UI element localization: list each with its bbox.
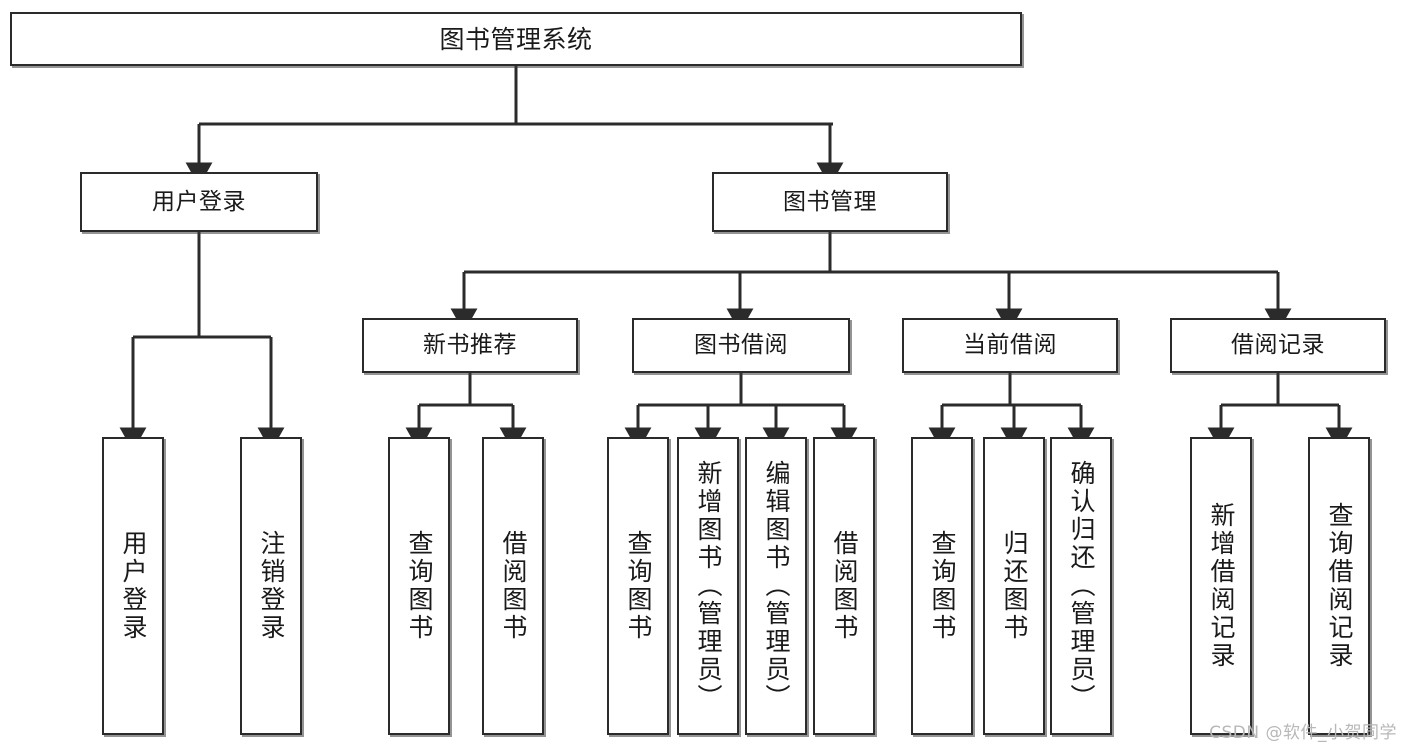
node-book-management[interactable]: 图书管理 (712, 172, 948, 232)
node-root[interactable]: 图书管理系统 (10, 12, 1022, 66)
leaf-query-books-current[interactable]: 查询图书 (911, 437, 973, 735)
leaf-return-books-label: 归还图书 (1000, 530, 1029, 642)
leaf-query-books-new-label: 查询图书 (405, 530, 434, 642)
node-book-borrow-label: 图书借阅 (694, 332, 788, 359)
leaf-query-books-current-label: 查询图书 (928, 530, 957, 642)
leaf-query-borrow-record-label: 查询借阅记录 (1325, 502, 1354, 670)
leaf-edit-book-admin-label: 编辑图书（管理员） (762, 460, 791, 712)
leaf-borrow-books[interactable]: 借阅图书 (813, 437, 875, 735)
node-root-label: 图书管理系统 (439, 24, 593, 54)
node-current-borrow[interactable]: 当前借阅 (902, 318, 1118, 373)
leaf-query-books-new[interactable]: 查询图书 (388, 437, 450, 735)
node-book-management-label: 图书管理 (783, 188, 877, 215)
leaf-query-books[interactable]: 查询图书 (607, 437, 669, 735)
node-book-borrow[interactable]: 图书借阅 (632, 318, 850, 373)
leaf-borrow-books-new[interactable]: 借阅图书 (482, 437, 544, 735)
leaf-borrow-books-label: 借阅图书 (830, 530, 859, 642)
csdn-watermark: CSDN @软件_小贺同学 (1209, 723, 1397, 743)
leaf-confirm-return-admin-label: 确认归还（管理员） (1067, 460, 1096, 712)
leaf-add-book-admin-label: 新增图书（管理员） (694, 460, 723, 712)
leaf-add-borrow-record[interactable]: 新增借阅记录 (1190, 437, 1252, 735)
leaf-query-books-label: 查询图书 (624, 530, 653, 642)
leaf-edit-book-admin[interactable]: 编辑图书（管理员） (745, 437, 807, 735)
leaf-query-borrow-record[interactable]: 查询借阅记录 (1308, 437, 1370, 735)
node-user-login-label: 用户登录 (152, 188, 246, 215)
node-borrow-records-label: 借阅记录 (1231, 332, 1325, 359)
leaf-add-book-admin[interactable]: 新增图书（管理员） (677, 437, 739, 735)
node-user-login[interactable]: 用户登录 (80, 172, 318, 232)
leaf-user-login-label: 用户登录 (119, 530, 148, 642)
leaf-add-borrow-record-label: 新增借阅记录 (1207, 502, 1236, 670)
leaf-confirm-return-admin[interactable]: 确认归还（管理员） (1050, 437, 1112, 735)
node-new-book-recommend-label: 新书推荐 (423, 332, 517, 359)
node-borrow-records[interactable]: 借阅记录 (1170, 318, 1386, 373)
leaf-logout[interactable]: 注销登录 (240, 437, 302, 735)
node-current-borrow-label: 当前借阅 (963, 332, 1057, 359)
node-new-book-recommend[interactable]: 新书推荐 (362, 318, 578, 373)
leaf-borrow-books-new-label: 借阅图书 (499, 530, 528, 642)
leaf-logout-label: 注销登录 (257, 530, 286, 642)
leaf-return-books[interactable]: 归还图书 (983, 437, 1045, 735)
leaf-user-login[interactable]: 用户登录 (102, 437, 164, 735)
